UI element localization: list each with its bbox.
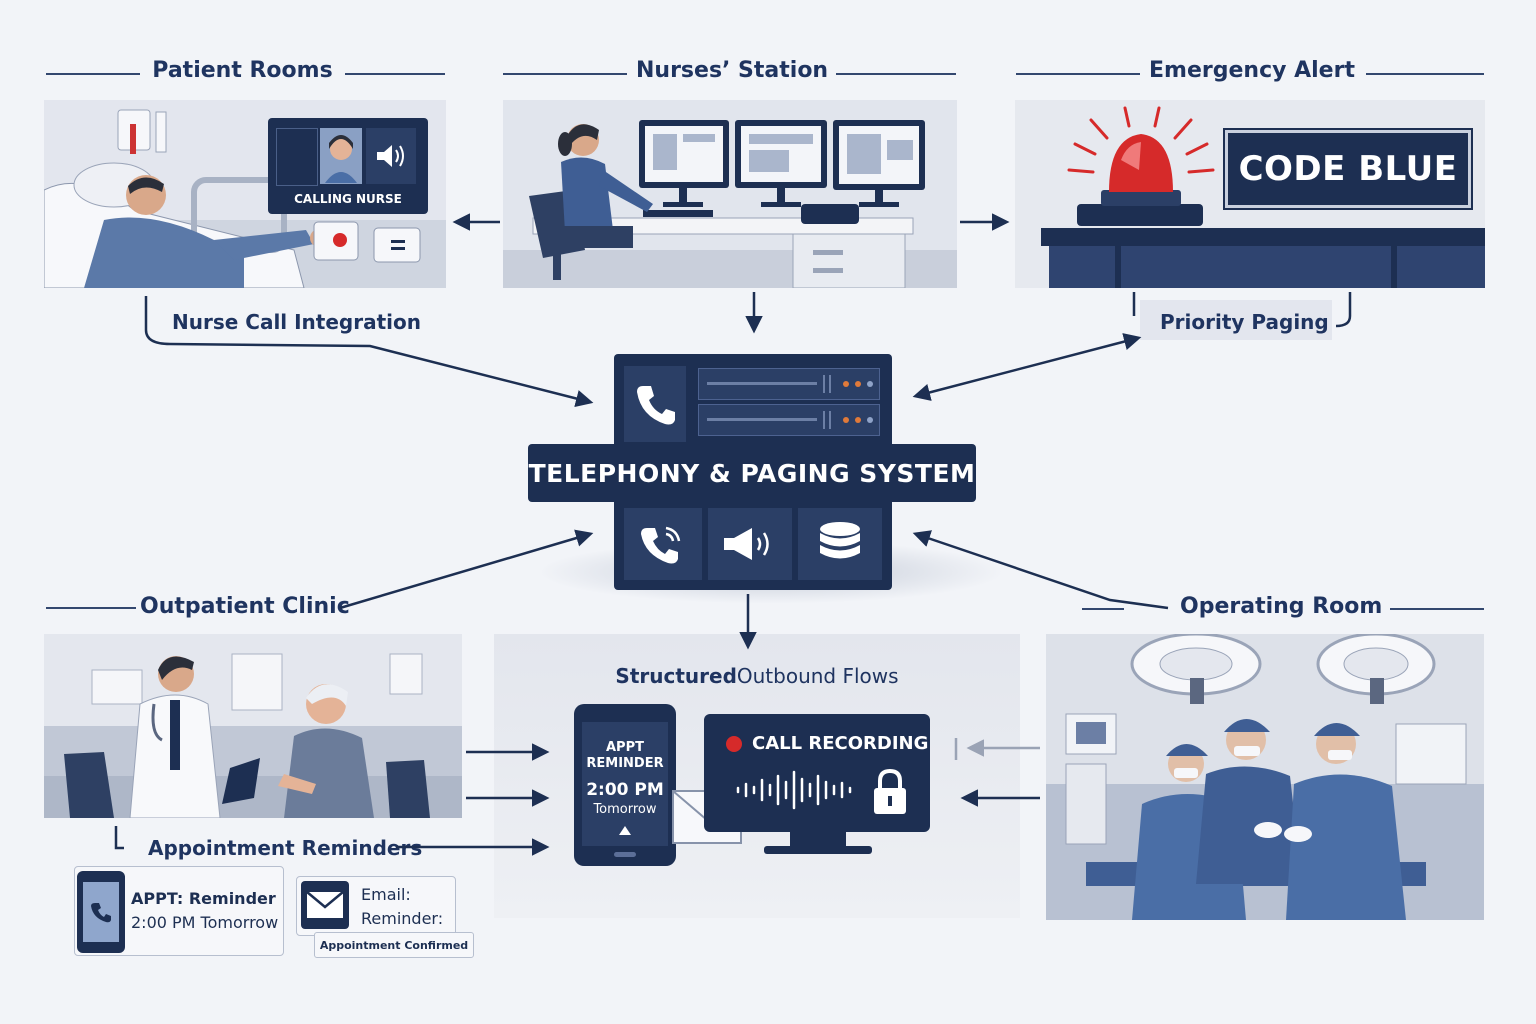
call-recording-monitor: CALL RECORDING (704, 714, 930, 832)
sms-line-2: 2:00 PM Tomorrow (131, 913, 279, 932)
server-rack-1 (698, 368, 880, 400)
loudspeaker-icon (708, 508, 792, 580)
phone-icon (624, 366, 686, 442)
section-title-operating-room: Operating Room (1180, 594, 1383, 619)
appointment-confirmed-status: Appointment Confirmed (314, 932, 474, 958)
title-rule (46, 607, 136, 609)
home-button (614, 852, 636, 857)
calling-nurse-text: CALLING NURSE (294, 192, 402, 206)
title-rule (46, 73, 140, 75)
sms-reminder-card: APPT: Reminder 2:00 PM Tomorrow (74, 866, 284, 956)
title-rule (503, 73, 627, 75)
title-rule (345, 73, 445, 75)
section-title-patient-rooms: Patient Rooms (152, 58, 333, 83)
speaker-icon (366, 128, 416, 184)
nurses-station-panel (503, 100, 957, 288)
code-blue-text: CODE BLUE (1238, 149, 1458, 189)
section-title-nurses-station: Nurses’ Station (636, 58, 829, 83)
smartphone-screen: APPT REMINDER 2:00 PM Tomorrow (582, 722, 668, 846)
call-icon (624, 508, 702, 580)
server-rack-2 (698, 404, 880, 436)
phone-day-text: Tomorrow (593, 802, 657, 817)
code-blue-sign: CODE BLUE (1225, 130, 1471, 208)
patient-room-panel: CALLING NURSE (44, 100, 446, 288)
email-line-1: Email: (361, 885, 411, 904)
core-system-title: TELEPHONY & PAGING SYSTEM (528, 458, 976, 488)
outbound-flows-title: Structured Outbound Flows (494, 662, 1020, 690)
operating-room-panel (1046, 634, 1484, 920)
call-recording-label: CALL RECORDING (752, 733, 929, 754)
monitor-base (764, 846, 872, 854)
outpatient-clinic-panel (44, 634, 462, 818)
title-rule (836, 73, 956, 75)
phone-time-text: 2:00 PM (586, 780, 664, 800)
title-rule (1366, 73, 1484, 75)
waveform-icon (736, 770, 852, 810)
appointment-reminders-label: Appointment Reminders (148, 836, 423, 860)
emergency-alert-panel: CODE BLUE (1015, 100, 1485, 288)
section-title-outpatient-clinic: Outpatient Clinic (140, 594, 350, 619)
nurse-at-desk-illustration (503, 100, 957, 288)
core-system-banner: TELEPHONY & PAGING SYSTEM (528, 444, 976, 502)
sms-line-1: APPT: Reminder (131, 889, 276, 908)
outbound-title-bold: Structured (615, 664, 737, 688)
mobile-phone-icon (77, 871, 125, 953)
lock-icon (874, 768, 906, 814)
monitor-stand (790, 832, 846, 846)
title-rule (1016, 73, 1140, 75)
database-icon (798, 508, 882, 580)
monitor-sidebar (276, 128, 318, 186)
avatar (320, 128, 362, 184)
nurse-call-integration-label: Nurse Call Integration (172, 310, 421, 334)
section-title-emergency-alert: Emergency Alert (1149, 58, 1355, 83)
priority-paging-label: Priority Paging (1160, 310, 1329, 334)
title-rule (1082, 608, 1124, 610)
phone-reminder-text: REMINDER (586, 756, 664, 771)
email-line-2: Reminder: (361, 909, 444, 928)
up-arrow-icon (619, 826, 631, 835)
surgeons-illustration (1046, 634, 1484, 920)
envelope-icon (301, 881, 349, 929)
priority-paging-box (1140, 300, 1332, 340)
phone-appt-text: APPT (606, 740, 644, 755)
doctor-patient-illustration (44, 634, 462, 818)
record-dot-icon (726, 736, 742, 752)
smartphone: APPT REMINDER 2:00 PM Tomorrow (574, 704, 676, 866)
nurse-call-monitor: CALLING NURSE (268, 118, 428, 214)
outbound-title-rest: Outbound Flows (736, 664, 899, 688)
title-rule (1390, 608, 1484, 610)
